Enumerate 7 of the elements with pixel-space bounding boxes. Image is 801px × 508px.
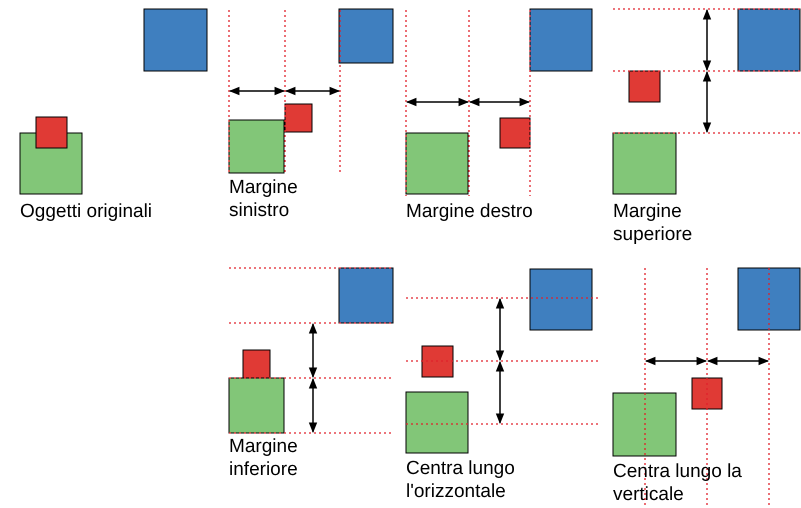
caption-text: Margine inferiore bbox=[229, 435, 299, 481]
caption-text: Centra lungo l'orizzontale bbox=[406, 457, 516, 503]
caption-text: Margine sinistro bbox=[229, 176, 299, 222]
caption-text: Margine superiore bbox=[613, 200, 694, 246]
caption-text: Oggetti originali bbox=[20, 200, 152, 223]
caption-text: Centra lungo la verticale bbox=[613, 460, 743, 506]
caption-text: Margine destro bbox=[406, 200, 533, 223]
